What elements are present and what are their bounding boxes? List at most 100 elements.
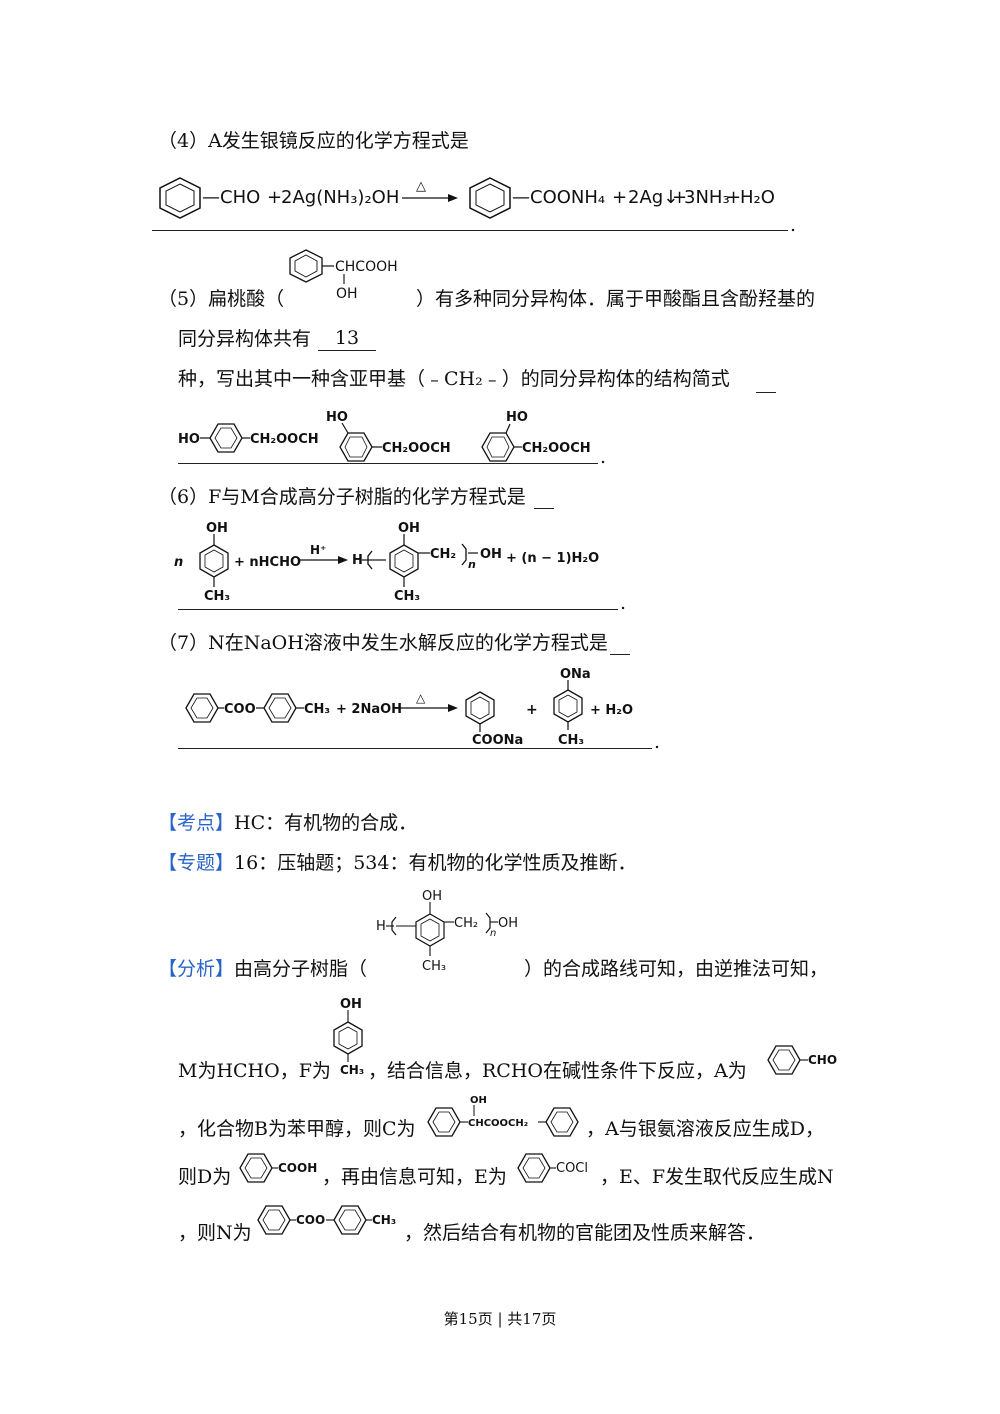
answer-line [178, 609, 618, 610]
svg-text:+: + [526, 702, 538, 718]
fenxi-line5-b: ，然后结合有机物的官能团及性质来解答． [404, 1222, 766, 1244]
a-benzaldehyde-structure: CHO [767, 1045, 837, 1075]
svg-text:ONa: ONa [560, 667, 591, 682]
benzene-ring-icon [427, 1107, 461, 1137]
d-benzoic-acid-structure: COOH [239, 1153, 317, 1183]
svg-text:OH: OH [206, 521, 228, 536]
svg-text:COCl: COCl [556, 1161, 588, 1176]
svg-text:OH: OH [398, 521, 420, 536]
kaodian-tag: 【考点】 [158, 812, 235, 834]
svg-text:HO: HO [178, 432, 200, 447]
q4-end: . [790, 214, 797, 236]
answer-line [756, 392, 776, 393]
answer-line [610, 654, 630, 655]
svg-text:COOH: COOH [278, 1161, 317, 1175]
fenxi-line4-a: 则D为 [178, 1166, 232, 1188]
mandelic-acid-structure: CHCOOH OH [289, 249, 398, 302]
svg-text:OH: OH [340, 997, 362, 1012]
benzene-ring-icon [517, 1153, 551, 1183]
svg-text:COO: COO [224, 702, 256, 717]
q4-reagent: 2Ag(NH₃)₂OH [281, 187, 399, 208]
svg-text:OH: OH [336, 286, 358, 302]
svg-text:n: n [174, 555, 183, 570]
q4-product3: 3NH₃ [684, 187, 730, 208]
svg-text:CH₃: CH₃ [304, 702, 330, 717]
svg-text:CHCOOCH₂: CHCOOCH₂ [468, 1118, 528, 1129]
fenxi-line1-end: ）的合成路线可知，由逆推法可知， [524, 958, 829, 980]
benzene-ring-icon [289, 249, 323, 283]
svg-text:H: H [352, 553, 363, 568]
svg-text:CH₂OOCH: CH₂OOCH [382, 441, 451, 456]
svg-text:COONa: COONa [472, 733, 523, 748]
q4-plus3: + [672, 187, 687, 208]
kaodian-row: 【考点】HC：有机物的合成． [158, 810, 417, 836]
q5-suffix: ）有多种同分异构体．属于甲酸酯且含酚羟基的 [416, 288, 816, 310]
q6-end: . [620, 592, 627, 614]
benzene-ring-icon [333, 1205, 367, 1235]
fenxi-tag: 【分析】 [158, 958, 235, 980]
svg-text:CH₃: CH₃ [204, 589, 230, 604]
svg-text:CH₃: CH₃ [558, 733, 584, 748]
q7-equation: COO CH₃ + 2NaOH △ COONa + ONa CH₃ + H₂O [185, 667, 633, 748]
q7-prompt: （7）N在NaOH溶液中发生水解反应的化学方程式是 [158, 632, 608, 654]
answer-line [152, 230, 788, 231]
q5-end: . [600, 446, 607, 468]
benzene-ring-icon [263, 693, 297, 723]
benzene-ring-icon [545, 1107, 579, 1137]
q4-reactant1: —CHO [202, 187, 260, 208]
c-structure: OH CHCOOCH₂ [427, 1095, 579, 1137]
n-ester-structure: COO CH₃ [257, 1205, 396, 1235]
fenxi-line5-a: ，则N为 [178, 1222, 252, 1244]
q4-product2: 2Ag↓ [628, 187, 678, 208]
svg-text:COO: COO [296, 1213, 325, 1227]
f-p-cresol-structure: OH CH₃ [333, 997, 364, 1077]
fenxi-line1: 【分析】由高分子树脂（ [158, 958, 368, 980]
q5-answer: 13 [318, 326, 376, 351]
kaodian-text: HC：有机物的合成． [234, 812, 418, 834]
svg-text:H: H [376, 919, 386, 934]
svg-text:HO: HO [326, 410, 348, 425]
benzene-ring-icon [239, 1153, 273, 1183]
q4-product1: —COONH₄ [512, 187, 605, 208]
svg-text:CH₂OOCH: CH₂OOCH [522, 441, 591, 456]
svg-text:CH₂: CH₂ [430, 547, 456, 562]
q5-line3: 种，写出其中一种含亚甲基（﹣CH₂﹣）的同分异构体的结构简式 [178, 368, 730, 390]
e-benzoyl-chloride-structure: COCl [517, 1153, 588, 1183]
svg-text:OH: OH [480, 547, 502, 562]
q5-isomer-structures: HO CH₂OOCH HO CH₂OOCH HO CH₂OOCH [178, 410, 591, 462]
svg-text:OH: OH [422, 889, 442, 904]
zhuanti-row: 【专题】16：压轴题；534：有机物的化学性质及推断． [158, 850, 636, 876]
benzene-ring-icon [767, 1045, 801, 1075]
benzene-ring-icon [185, 693, 219, 723]
benzene-ring-icon [553, 689, 583, 723]
q4-prompt: （4）A发生银镜反应的化学方程式是 [158, 130, 469, 152]
fenxi-line3-b: ，A与银氨溶液反应生成D， [586, 1118, 824, 1140]
q4-equation: —CHO + 2Ag(NH₃)₂OH △ —COONH₄ + 2Ag↓ + 3N… [159, 177, 775, 219]
q6-prompt: （6）F与M合成高分子树脂的化学方程式是 [158, 486, 526, 508]
svg-text:CHCOOH: CHCOOH [335, 259, 398, 275]
benzene-ring-icon [333, 1021, 363, 1055]
svg-text:n: n [490, 928, 496, 939]
benzene-ring-icon [469, 177, 511, 219]
benzene-ring-icon [481, 432, 515, 462]
benzene-ring-icon [339, 432, 373, 462]
svg-text:CH₃: CH₃ [340, 1063, 364, 1077]
q4-plus2: + [612, 187, 627, 208]
q7-end: . [654, 731, 661, 753]
svg-text:CHO: CHO [808, 1053, 837, 1067]
benzene-ring-icon [257, 1205, 291, 1235]
svg-text:CH₂OOCH: CH₂OOCH [250, 432, 319, 447]
benzene-ring-icon [389, 544, 419, 578]
svg-text:OH: OH [470, 1095, 487, 1106]
q4-product4: H₂O [740, 187, 775, 208]
fenxi-line2-b: ，结合信息，RCHO在碱性条件下反应，A为 [368, 1060, 747, 1082]
answer-line [534, 508, 554, 509]
benzene-ring-icon [159, 177, 201, 219]
q5-prefix: （5）扁桃酸（ [158, 288, 285, 310]
polymer-resin-structure: OH H CH₃ CH₂ n OH [376, 889, 518, 974]
fenxi-line4-c: ，E、F发生取代反应生成N [600, 1166, 834, 1188]
q5-line2: 同分异构体共有 [178, 328, 312, 350]
svg-text:CH₃: CH₃ [372, 1213, 396, 1227]
q4-plus1: + [267, 187, 282, 208]
svg-text:△: △ [416, 691, 426, 705]
